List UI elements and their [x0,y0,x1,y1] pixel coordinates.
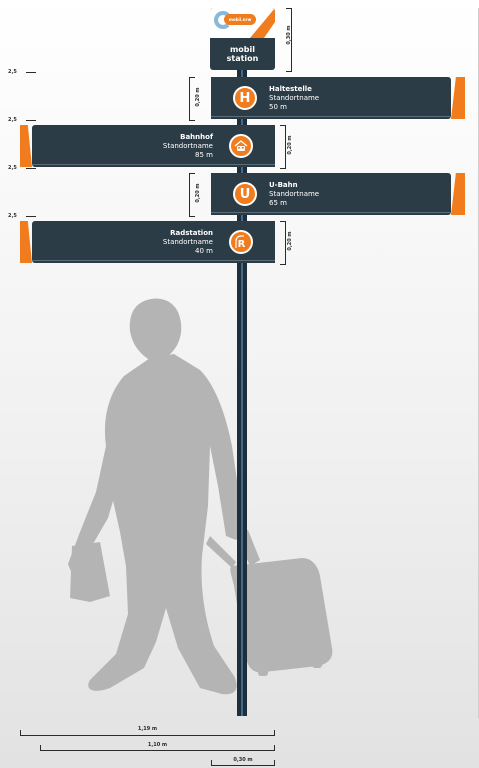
width-total-label: 1,19 m [137,726,158,732]
head-sign-diagonal [210,8,275,42]
u-bahn-icon: U [233,182,257,206]
sign-distance: 40 m [195,247,213,255]
sign-place: Standortname [269,94,320,102]
sign-underline [211,116,451,117]
direction-sign-bahnhof: Bahnhof Standortname 85 m [32,125,275,167]
direction-sign-u-bahn: U U-Bahn Standortname 65 m [211,173,451,215]
sign-arrow-tip-right [451,77,465,119]
head-height-label: 0,30 m [286,25,292,45]
logo-ring-icon [214,11,232,29]
train-station-icon [229,134,253,158]
head-title-line2: station [226,54,259,63]
offset-label-4: 2,5 [8,213,17,219]
bus-stop-h-icon: H [233,86,257,110]
sign-text-radstation: Radstation Standortname 40 m [123,229,213,256]
head-title-line1: mobil [229,45,256,54]
offset-tick-1 [26,72,36,73]
sign-place: Standortname [162,142,213,150]
head-sign-title: mobil station [210,45,275,63]
sign-distance: 50 m [269,103,287,111]
sign-name: Radstation [170,229,213,237]
mobilstation-head-sign: mobil.nrw mobil station [210,8,275,70]
sign-pole-stripe [241,60,243,716]
sign-height-label-1: 0,20 m [195,87,201,107]
sign-height-label-3: 0,20 m [195,183,201,203]
sign-place: Standortname [162,238,213,246]
sign-place: Standortname [269,190,320,198]
sign-height-bracket-1 [189,77,195,121]
sign-underline [32,164,275,165]
offset-label-2: 2,5 [8,117,17,123]
width-sign-label: 1,10 m [147,742,168,748]
sign-text-bahnhof: Bahnhof Standortname 85 m [123,133,213,160]
offset-tick-3 [26,168,36,169]
direction-sign-haltestelle: H Haltestelle Standortname 50 m [211,77,451,119]
sign-name: U-Bahn [269,181,298,189]
width-head-line [211,760,275,766]
offset-label-1: 2,5 [8,69,17,75]
offset-tick-2 [26,120,36,121]
sign-name: Haltestelle [269,85,312,93]
width-total-line [20,730,275,736]
sign-underline [32,260,275,261]
sign-arrow-tip-left [20,125,32,167]
offset-tick-4 [26,216,36,217]
width-head-label: 0,30 m [233,757,253,763]
sign-height-label-2: 0,20 m [287,135,293,155]
sign-arrow-tip-left [20,221,32,263]
sign-text-haltestelle: Haltestelle Standortname 50 m [269,85,319,112]
bike-station-icon: R [229,230,253,254]
sign-distance: 85 m [195,151,213,159]
sign-height-bracket-3 [189,173,195,217]
sign-underline [211,212,451,213]
sign-name: Bahnhof [180,133,213,141]
sign-arrow-tip-right [451,173,465,215]
traveler-silhouette [68,298,333,695]
sign-height-label-4: 0,20 m [287,231,293,251]
direction-sign-radstation: Radstation Standortname 40 m R [32,221,275,263]
width-sign-line [40,745,275,751]
offset-label-3: 2,5 [8,165,17,171]
head-height-bracket [286,8,292,72]
sign-text-u-bahn: U-Bahn Standortname 65 m [269,181,319,208]
svg-text:R: R [238,239,246,249]
sign-height-bracket-2 [280,125,286,169]
logo-pill: mobil.nrw [224,14,256,25]
sign-distance: 65 m [269,199,287,207]
sign-height-bracket-4 [280,221,286,265]
